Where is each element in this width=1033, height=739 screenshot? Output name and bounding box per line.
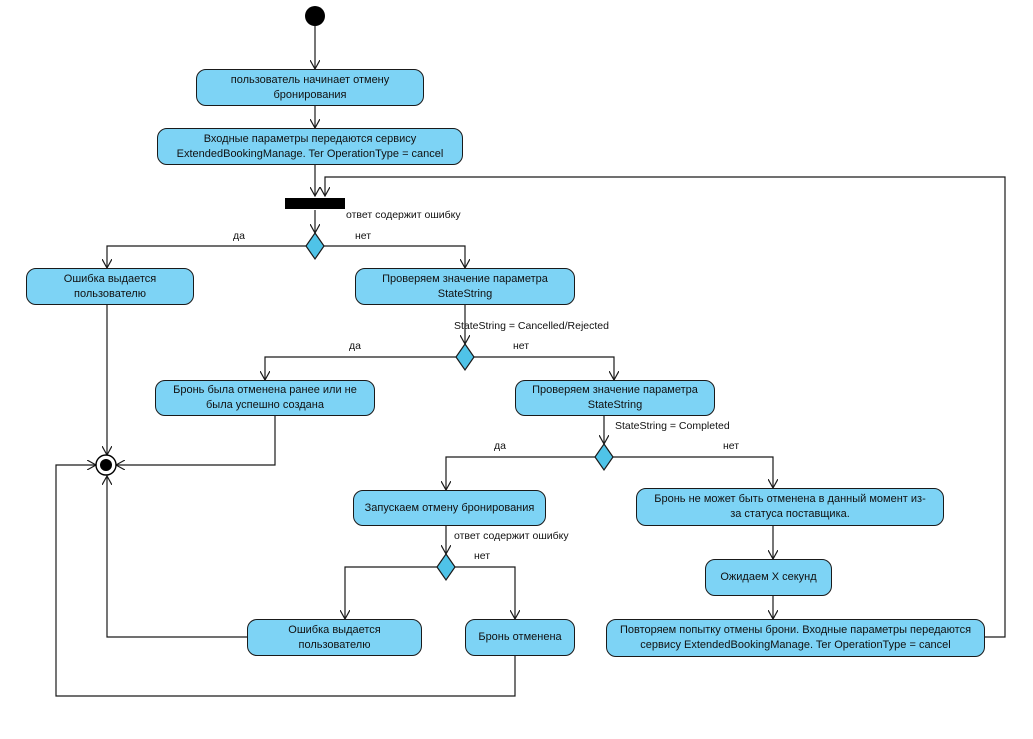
decision-node-2 [455, 342, 475, 372]
label-yes-2: да [349, 340, 361, 352]
label-response-error-1: ответ содержит ошибку [346, 209, 461, 221]
node-cannot-cancel-now[interactable]: Бронь не может быть отменена в данный мо… [636, 488, 944, 526]
decision-node-1 [305, 231, 325, 261]
label-yes-1: да [233, 230, 245, 242]
node-retry-cancel[interactable]: Повторяем попытку отмены брони. Входные … [606, 619, 985, 657]
node-wait-x-seconds[interactable]: Ожидаем X секунд [705, 559, 832, 596]
node-booking-cancelled[interactable]: Бронь отменена [465, 619, 575, 656]
label-no-4: нет [474, 550, 491, 562]
label-response-error-2: ответ содержит ошибку [454, 530, 569, 542]
label-yes-3: да [494, 440, 506, 452]
node-booking-cancelled-earlier[interactable]: Бронь была отменена ранее или не была ус… [155, 380, 375, 416]
label-no-2: нет [513, 340, 530, 352]
node-run-cancellation[interactable]: Запускаем отмену бронирования [353, 490, 546, 526]
node-error-to-user-2[interactable]: Ошибка выдается пользователю [247, 619, 422, 656]
decision-node-3 [594, 442, 614, 472]
decision-node-4 [436, 552, 456, 582]
node-check-state-2[interactable]: Проверяем значение параметра StateString [515, 380, 715, 416]
label-cond-cancelled: StateString = Cancelled/Rejected [454, 320, 609, 332]
node-input-params[interactable]: Входные параметры передаются сервису Ext… [157, 128, 463, 165]
label-no-1: нет [355, 230, 372, 242]
fork-bar [285, 198, 345, 209]
node-start-cancel[interactable]: пользователь начинает отмену бронировани… [196, 69, 424, 106]
label-cond-completed: StateString = Completed [615, 420, 730, 432]
label-no-3: нет [723, 440, 740, 452]
final-node-core [100, 459, 112, 471]
node-error-to-user-1[interactable]: Ошибка выдается пользователю [26, 268, 194, 305]
node-check-state-1[interactable]: Проверяем значение параметра StateString [355, 268, 575, 305]
initial-node [305, 6, 325, 26]
